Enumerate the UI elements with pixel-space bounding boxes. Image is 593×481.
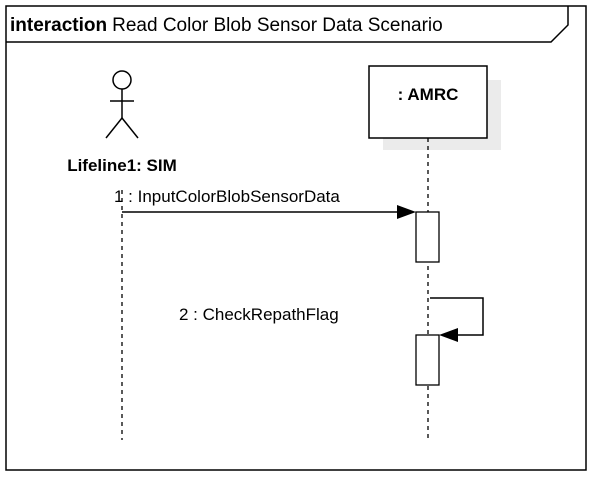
activation-bar-2 — [415, 334, 440, 386]
frame-tab — [6, 6, 569, 43]
message-1-arrowhead — [397, 205, 416, 219]
actor-label: Lifeline1: SIM — [67, 156, 177, 175]
object-box — [368, 65, 488, 139]
actor-icon — [105, 70, 139, 139]
frame-title: Read Color Blob Sensor Data Scenario — [112, 15, 443, 36]
frame-keyword: interaction — [10, 15, 107, 36]
object-label: : AMRC — [398, 85, 459, 104]
message-2-label: 2 : CheckRepathFlag — [179, 305, 339, 324]
activation-bar-1 — [415, 211, 440, 263]
interaction-frame — [5, 5, 587, 471]
message-2-arrowhead — [439, 328, 458, 342]
message-2-line — [430, 297, 484, 336]
message-1-label: 1 : InputColorBlobSensorData — [114, 187, 340, 206]
